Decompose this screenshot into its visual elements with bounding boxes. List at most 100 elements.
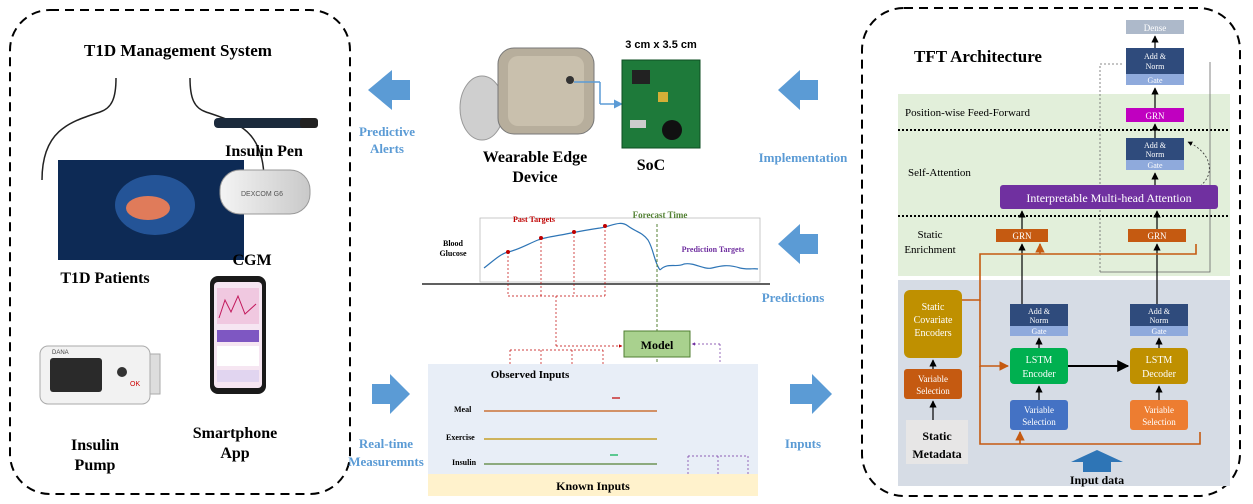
left-panel-title: T1D Management System	[84, 41, 272, 60]
model-label: Model	[641, 338, 674, 352]
known-inputs-panel	[428, 474, 758, 496]
insulin-pen-label: Insulin Pen	[225, 143, 303, 160]
gate-box	[1126, 160, 1184, 170]
past-target-dot	[572, 230, 576, 234]
encoder-var-sel-line1: Variable	[1024, 405, 1054, 415]
attn-residual-curve	[1187, 141, 1210, 187]
past-target-dot	[506, 250, 510, 254]
soc-size-label: 3 cm x 3.5 cm	[625, 39, 697, 51]
glucose-plot-frame	[479, 217, 761, 283]
add-norm-box	[1126, 48, 1184, 74]
lstm-decoder-line2: Decoder	[1142, 369, 1177, 380]
soc-label: SoC	[637, 157, 665, 174]
input-data-arrow	[1071, 450, 1123, 472]
grn-enrichment-left	[996, 229, 1048, 242]
static-cov-line1: Static	[922, 302, 945, 313]
wearable-label-line1: Wearable Edge	[483, 149, 587, 166]
self-attention-label: Self-Attention	[908, 167, 971, 179]
static-metadata-box	[906, 420, 968, 464]
add-norm-top: Add & Norm Gate	[1126, 48, 1184, 85]
tft-panel: TFT Architecture Position-wise Feed-Forw…	[861, 7, 1241, 497]
observed-glucose-curve	[483, 222, 661, 271]
grn-magenta-box	[1126, 108, 1184, 122]
observed-markers	[509, 349, 604, 364]
gate-label: Gate	[1147, 76, 1163, 85]
realtime-line2: Measuremnts	[348, 454, 424, 469]
static-cov-line2: Covariate	[914, 315, 953, 326]
static-enrichment-line2: Enrichment	[904, 244, 955, 256]
past-target-markers	[506, 224, 623, 348]
blood-glucose-line1: Blood	[443, 239, 464, 248]
lstm-encoder-line1: LSTM	[1026, 355, 1053, 366]
inputs-label: Inputs	[785, 436, 821, 451]
static-context-to-varsel	[979, 366, 1201, 445]
gate-box	[1126, 74, 1184, 85]
realtime-line1: Real-time	[359, 436, 413, 451]
predictions-label: Predictions	[762, 290, 825, 305]
known-inputs-label: Known Inputs	[556, 479, 630, 493]
insulin-label: Insulin	[452, 458, 477, 467]
cgm-device-text: DEXCOM G6	[241, 191, 283, 198]
tft-panel-border	[861, 7, 1241, 497]
inputs-arrow	[790, 374, 832, 414]
encoder-gate-label: Gate	[1031, 327, 1047, 336]
static-var-sel-line2: Selection	[916, 386, 950, 396]
grn-enrichment-right-label: GRN	[1147, 231, 1167, 241]
grn-enrichment-left-label: GRN	[1012, 231, 1032, 241]
soc-board-icon	[621, 59, 701, 149]
forecast-time-label: Forecast Time	[633, 210, 688, 220]
exercise-label: Exercise	[446, 433, 475, 442]
grn-enrichment-right	[1128, 229, 1186, 242]
implementation-label: Implementation	[759, 150, 849, 165]
patients-label: T1D Patients	[60, 270, 149, 287]
predictive-alerts-line2: Alerts	[370, 141, 404, 156]
attention-box	[1000, 185, 1218, 209]
left-panel-border	[9, 9, 351, 495]
pump-label-line2: Pump	[75, 457, 116, 474]
add-norm-line1: Add &	[1144, 52, 1167, 61]
insulin-pen-icon	[214, 118, 318, 128]
attention-label: Interpretable Multi-head Attention	[1026, 191, 1191, 205]
add-norm-box	[1126, 138, 1184, 160]
decoder-add-norm-line1: Add &	[1148, 307, 1171, 316]
decoder-add-norm-box	[1130, 304, 1188, 326]
wearable-label-line2: Device	[512, 169, 557, 186]
pump-label-line1: Insulin	[71, 437, 119, 454]
static-var-sel-box	[904, 369, 962, 399]
static-context-route	[962, 244, 1197, 301]
decoder-var-sel-line1: Variable	[1144, 405, 1174, 415]
past-target-dot	[603, 224, 607, 228]
gate-label: Gate	[1147, 161, 1163, 170]
decoder-var-sel-line2: Selection	[1142, 417, 1176, 427]
dense-label: Dense	[1144, 23, 1167, 33]
dense-box	[1126, 20, 1184, 34]
encoder-var-sel-box	[1010, 400, 1068, 430]
static-cov-line3: Encoders	[914, 328, 951, 339]
grn-magenta-label: GRN	[1145, 111, 1165, 121]
add-norm-line1: Add &	[1144, 141, 1167, 150]
encoder-add-norm-line2: Norm	[1030, 316, 1049, 325]
add-norm-line2: Norm	[1146, 150, 1165, 159]
tft-title: TFT Architecture	[914, 47, 1042, 66]
left-panel: T1D Management System T1D Patients Insul…	[9, 9, 351, 495]
smartphone-icon	[210, 276, 266, 394]
app-label-line2: App	[220, 445, 249, 462]
implementation-arrow	[778, 70, 818, 110]
meal-label: Meal	[454, 405, 472, 414]
skip-connection-path	[1100, 62, 1211, 273]
pump-brand-text: DANA	[52, 350, 69, 356]
cgm-device-icon: DEXCOM G6	[219, 169, 311, 215]
predictive-alerts-arrow	[368, 70, 410, 110]
flow-arrows: Predictive Alerts Implementation Predict…	[348, 70, 848, 469]
encoder-var-sel-line2: Selection	[1022, 417, 1056, 427]
known-input-markers	[687, 455, 749, 474]
decoder-gate-box	[1130, 326, 1188, 336]
past-target-dot	[539, 236, 543, 240]
static-meta-line1: Static	[922, 429, 952, 443]
forecast-diagram: Blood Glucose Past Targets Forecast Time…	[422, 210, 770, 496]
observed-inputs-panel	[428, 364, 758, 474]
encoder-add-norm-box	[1010, 304, 1068, 326]
past-targets-label: Past Targets	[513, 215, 555, 224]
input-data-label: Input data	[1070, 473, 1124, 487]
encoder-gate-box	[1010, 326, 1068, 336]
